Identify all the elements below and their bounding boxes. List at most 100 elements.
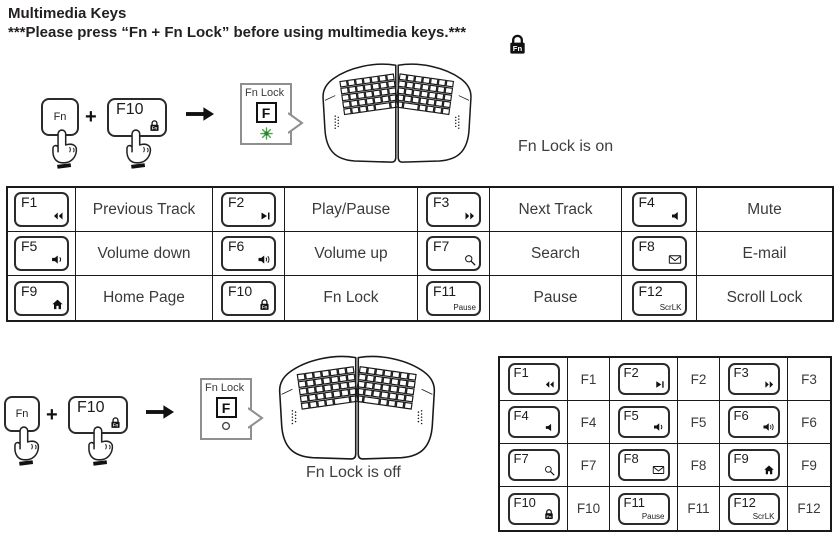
- volume-up-icon: [763, 421, 775, 433]
- keycap-label: F1: [513, 365, 529, 380]
- keycap-label: F4: [513, 408, 529, 423]
- keycap-label: F10: [513, 494, 536, 510]
- plain-key-label: F10: [568, 487, 610, 530]
- keycap-label: F8: [638, 238, 655, 254]
- keycap-f2: F2: [221, 192, 276, 227]
- function-label: Volume up: [285, 232, 418, 276]
- key-cell-f5: F5: [8, 232, 76, 276]
- keycap-label: F11: [623, 494, 645, 510]
- home-page-icon: [51, 298, 64, 311]
- callout-title: Fn Lock: [245, 87, 285, 99]
- key-cell-f6: F6: [213, 232, 285, 276]
- keycap-f3: F3: [727, 363, 780, 395]
- function-label: Play/Pause: [285, 188, 418, 232]
- next-track-icon: [764, 379, 775, 390]
- keycap-label: F7: [513, 451, 529, 466]
- keycap-label: F2: [228, 194, 245, 210]
- function-label: E-mail: [697, 232, 832, 276]
- pressing-hand-icon: [47, 126, 81, 169]
- keycap-f1: F1: [507, 363, 560, 395]
- function-label: Scroll Lock: [726, 289, 803, 306]
- keycap-f6: F6: [221, 236, 276, 271]
- function-label: Fn Lock: [285, 276, 418, 320]
- search-icon: [464, 254, 476, 266]
- keycap-f10: F10: [507, 492, 560, 525]
- previous-track-icon: [52, 210, 64, 222]
- mute-icon: [544, 422, 555, 433]
- pause-keytext: Pause: [641, 511, 665, 521]
- split-keyboard-illustration: [306, 58, 488, 167]
- plain-key-label: F12: [797, 501, 821, 516]
- plain-key-label: F1: [568, 358, 610, 401]
- function-label: Next Track: [490, 188, 622, 232]
- keycap-label: F7: [433, 238, 450, 254]
- keycap-f6: F6: [727, 406, 780, 438]
- key-cell-f8: F8: [622, 232, 697, 276]
- keycap-label: F2: [623, 365, 639, 380]
- fn-lock-callout-off: Fn Lock F: [200, 378, 264, 440]
- play-pause-icon: [259, 210, 271, 222]
- multimedia-key-table: F1 Previous Track F2 Play/Pause F3 Next …: [6, 186, 834, 322]
- keycap-f5: F5: [617, 406, 670, 438]
- callout-pointer: [247, 406, 264, 430]
- key-cell-f4: F4: [500, 401, 568, 444]
- function-label: Previous Track: [76, 188, 213, 232]
- key-cell-f8: F8: [610, 444, 678, 487]
- pressing-hand-icon: [121, 126, 155, 169]
- keycap-f2: F2: [617, 363, 670, 395]
- key-cell-f7: F7: [418, 232, 490, 276]
- fn-lock-icon: [543, 508, 555, 520]
- fn-keycap-on: Fn: [41, 98, 79, 136]
- mute-icon: [670, 210, 682, 222]
- plus-sign: +: [46, 404, 58, 426]
- keycap-f3: F3: [426, 192, 481, 227]
- keycap-label: F9: [733, 451, 749, 466]
- keycap-label: F11: [433, 282, 457, 299]
- scrlk-keytext: ScrLK: [752, 511, 775, 521]
- callout-pointer: [287, 111, 304, 135]
- function-label: Mute: [697, 188, 832, 232]
- arrow-right-icon: [146, 404, 175, 420]
- plain-key-label: F7: [568, 444, 610, 487]
- f-indicator-key: F: [215, 397, 237, 419]
- next-track-icon: [464, 210, 476, 222]
- keycap-label: F5: [623, 408, 639, 423]
- plain-key-label: F6: [788, 401, 830, 444]
- keycap-label: F10: [228, 282, 253, 299]
- keycap-f10: F10: [221, 280, 276, 316]
- home-page-icon: [763, 464, 775, 476]
- key-cell-f3: F3: [720, 358, 788, 401]
- pause-keytext: Pause: [453, 302, 476, 312]
- plain-key-label: F2: [678, 358, 720, 401]
- split-keyboard-illustration: [262, 350, 452, 464]
- keycap-f7: F7: [426, 236, 481, 271]
- key-cell-f9: F9: [8, 276, 76, 320]
- volume-down-icon: [653, 421, 665, 433]
- f10-key-label: F10: [116, 101, 144, 118]
- plain-key-label: F8: [678, 444, 720, 487]
- pressing-hand-icon: [83, 423, 117, 466]
- fn-lock-badge-icon: [506, 32, 529, 56]
- key-cell-f6: F6: [720, 401, 788, 444]
- keycap-label: F12: [638, 282, 663, 299]
- keycap-f4: F4: [631, 192, 687, 227]
- e-mail-icon: [668, 253, 682, 266]
- arrow-right-icon: [186, 106, 215, 122]
- fn-key-label: Fn: [15, 408, 29, 420]
- key-cell-f4: F4: [622, 188, 697, 232]
- page-title: Multimedia Keys: [8, 5, 127, 22]
- pressing-hand-icon: [9, 423, 43, 466]
- function-label: Volume down: [76, 232, 213, 276]
- function-label: Search: [490, 232, 622, 276]
- keycap-label: F6: [733, 408, 749, 423]
- keycap-label: F6: [228, 238, 245, 254]
- instruction-text: ***Please press “Fn + Fn Lock” before us…: [8, 24, 467, 41]
- search-icon: [544, 465, 555, 476]
- f-indicator-key: F: [255, 102, 277, 124]
